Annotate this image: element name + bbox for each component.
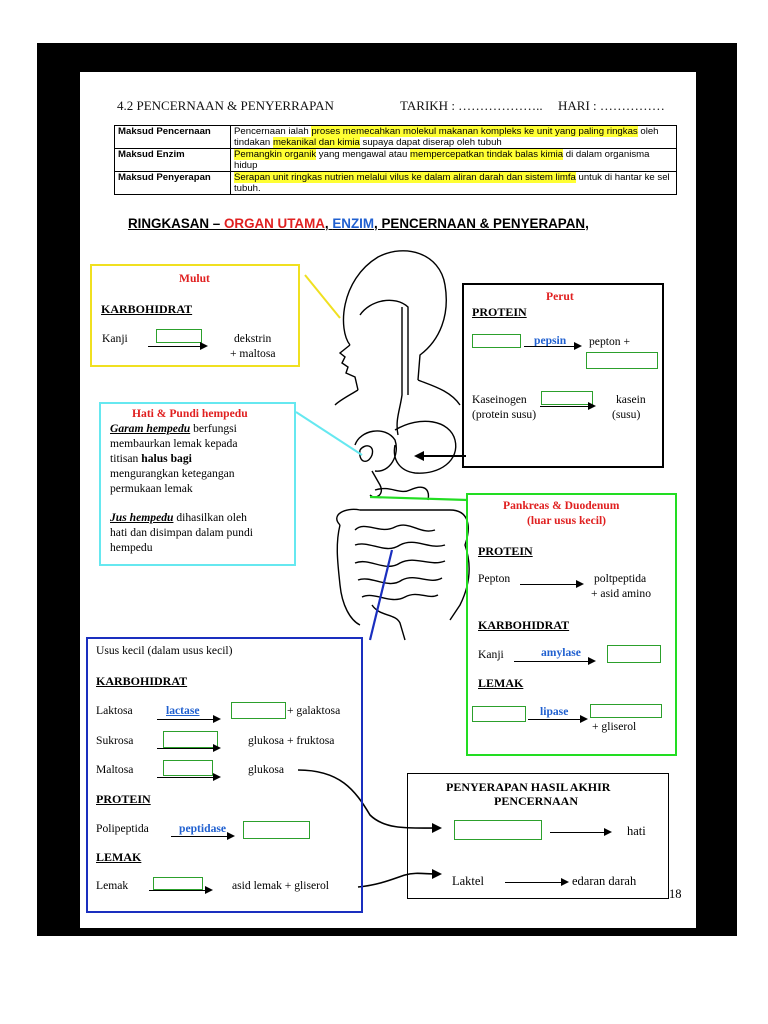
mulut-karbohidrat-heading: KARBOHIDRAT [101,302,192,317]
usus-arrow-1 [157,719,219,720]
pankreas-lipase: lipase [540,705,568,718]
perut-arrow [524,346,580,347]
pankreas-kanji: Kanji [478,648,504,661]
pankreas-poltpeptida: poltpeptida [594,572,646,585]
perut-kasein: kasein [616,393,646,406]
usus-glukosa: glukosa [248,763,284,776]
pankreas-title: Pankreas & Duodenum [503,499,619,512]
usus-arrow-3 [157,777,219,778]
usus-laktosa: Laktosa [96,704,133,717]
mulut-arrow [148,346,206,347]
perut-protein-heading: PROTEIN [472,305,527,320]
perut-title: Perut [546,290,574,303]
pankreas-gliserol: + gliserol [592,720,636,733]
usus-title: Usus kecil (dalam usus kecil) [96,644,233,657]
mulut-dekstrin: dekstrin [234,332,271,345]
mulut-maltosa: + maltosa [230,347,276,360]
usus-asid-lemak: asid lemak + gliserol [232,879,329,892]
usus-laktosa-product-blank[interactable] [231,702,286,719]
penyerapan-edaran-darah: edaran darah [572,874,636,889]
pankreas-kanji-product-blank[interactable] [607,645,661,663]
perut-pepton: pepton + [589,335,630,348]
usus-polipeptida: Polipeptida [96,822,149,835]
penyerapan-title-2: PENCERNAAN [494,794,578,809]
penyerapan-laktel: Laktel [452,874,484,889]
usus-karbohidrat-heading: KARBOHIDRAT [96,674,187,689]
usus-lemak: Lemak [96,879,128,892]
hati-line-4: mengurangkan ketegangan [110,467,235,480]
usus-lactase: lactase [166,704,199,717]
usus-lemak-heading: LEMAK [96,850,141,865]
perut-arrow-2 [540,406,594,407]
hati-line-5: permukaan lemak [110,482,193,495]
perut-kasein-enzyme-blank[interactable] [541,391,593,405]
page-number: 18 [669,887,682,902]
pankreas-asid-amino: + asid amino [591,587,651,600]
hati-line-3: titisan halus bagi [110,452,192,465]
usus-arrow-4 [171,836,233,837]
pankreas-karbohidrat-heading: KARBOHIDRAT [478,618,569,633]
pankreas-arrow-1 [520,584,582,585]
hati-line-6: Jus hempedu dihasilkan oleh [110,511,247,524]
usus-peptidase: peptidase [179,822,226,835]
pankreas-protein-heading: PROTEIN [478,544,533,559]
perut-substrate-blank[interactable] [472,334,521,348]
usus-lemak-enzyme-blank[interactable] [153,877,203,890]
perut-kaseinogen: Kaseinogen [472,393,527,406]
hati-line-8: hempedu [110,541,153,554]
hati-title: Hati & Pundi hempedu [132,407,248,420]
pankreas-subtitle: (luar usus kecil) [527,514,606,527]
mulut-enzyme-blank[interactable] [156,329,202,343]
hati-line-2: membaurkan lemak kepada [110,437,237,450]
usus-arrow-2 [157,748,219,749]
usus-glukosa-fruktosa: glukosa + fruktosa [248,734,334,747]
usus-arrow-5 [149,890,211,891]
penyerapan-arrow-2 [505,882,567,883]
hati-line-1: Garam hempedu berfungsi [110,422,237,435]
penyerapan-blank[interactable] [454,820,542,840]
pankreas-arrow-3 [528,719,586,720]
mulut-title: Mulut [179,272,210,285]
usus-sukrosa: Sukrosa [96,734,133,747]
mulut-kanji: Kanji [102,332,128,345]
pankreas-arrow-2 [514,661,594,662]
penyerapan-hati: hati [627,824,646,839]
penyerapan-arrow-1 [550,832,610,833]
pankreas-lemak-substrate-blank[interactable] [472,706,526,722]
pankreas-enzyme-blank[interactable] [530,570,578,584]
pankreas-lemak-heading: LEMAK [478,676,523,691]
pankreas-pepton: Pepton [478,572,510,585]
perut-product-blank[interactable] [586,352,658,369]
usus-sukrosa-enzyme-blank[interactable] [163,731,218,748]
usus-peptida-product-blank[interactable] [243,821,310,839]
pankreas-amylase: amylase [541,646,581,659]
usus-maltosa-enzyme-blank[interactable] [163,760,213,776]
usus-maltosa: Maltosa [96,763,133,776]
usus-galaktosa: + galaktosa [287,704,340,717]
perut-susu: (susu) [612,408,640,421]
usus-protein-heading: PROTEIN [96,792,151,807]
perut-protein-susu: (protein susu) [472,408,536,421]
pankreas-lemak-product-blank[interactable] [590,704,662,718]
hati-line-7: hati dan disimpan dalam pundi [110,526,253,539]
penyerapan-title-1: PENYERAPAN HASIL AKHIR [446,780,610,795]
